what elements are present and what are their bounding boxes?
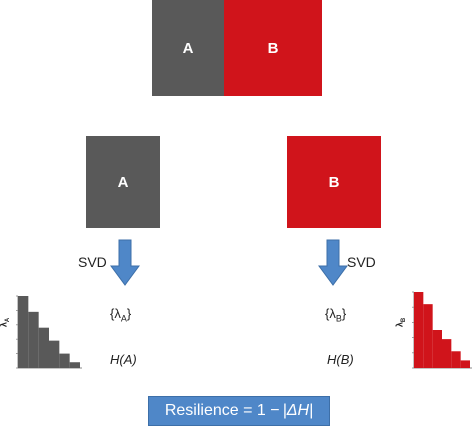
block-b: B xyxy=(287,136,381,228)
top-block-a-label: A xyxy=(182,39,194,57)
spectrum-a-bar xyxy=(69,362,80,368)
svd-arrow-right xyxy=(318,239,348,286)
spectrum-set-b: {λB} xyxy=(325,306,347,324)
spectrum-a-bar xyxy=(18,296,29,368)
resilience-prefix: Resilience = 1 − xyxy=(164,402,280,419)
top-block-b-label: B xyxy=(267,39,279,57)
svd-label-right: SVD xyxy=(347,254,376,270)
spectrum-b-bar xyxy=(460,360,470,368)
resilience-formula: Resilience = 1 − |ΔH| xyxy=(148,396,330,426)
entropy-a: H(A) xyxy=(110,352,137,367)
spectrum-subscript-a: A xyxy=(120,313,127,324)
spectrum-a-bar xyxy=(28,311,39,368)
spectrum-bars-b xyxy=(412,291,472,369)
spectrum-a-bar xyxy=(49,340,60,368)
spectrum-symbol-a: λ xyxy=(114,306,121,321)
spectrum-chart-a: λA xyxy=(0,294,82,370)
resilience-delta-h: |ΔH| xyxy=(282,402,314,419)
spectrum-b-bar xyxy=(451,351,461,368)
block-a-label: A xyxy=(117,173,129,191)
spectrum-b-bar xyxy=(432,330,442,368)
spectrum-symbol-b: λ xyxy=(329,306,336,321)
svd-arrow-left xyxy=(110,239,140,286)
spectrum-a-bar xyxy=(38,327,49,368)
block-b-label: B xyxy=(328,173,340,191)
spectrum-bars-a xyxy=(16,295,82,369)
spectrum-a-bar xyxy=(59,353,70,368)
top-block-b: B xyxy=(224,0,322,96)
spectrum-b-bar xyxy=(414,292,424,368)
spectrum-chart-b: λB xyxy=(394,290,474,370)
spectrum-subscript-b: B xyxy=(335,313,342,324)
spectrum-axis-label-b: λB xyxy=(394,317,408,328)
block-a: A xyxy=(86,136,160,228)
top-block-a: A xyxy=(152,0,224,96)
spectrum-axis-label-a: λA xyxy=(0,317,12,327)
entropy-b: H(B) xyxy=(327,352,354,367)
svd-label-left: SVD xyxy=(78,254,107,270)
spectrum-b-bar xyxy=(442,339,452,368)
spectrum-b-bar xyxy=(423,304,433,368)
spectrum-set-a: {λA} xyxy=(110,306,132,324)
